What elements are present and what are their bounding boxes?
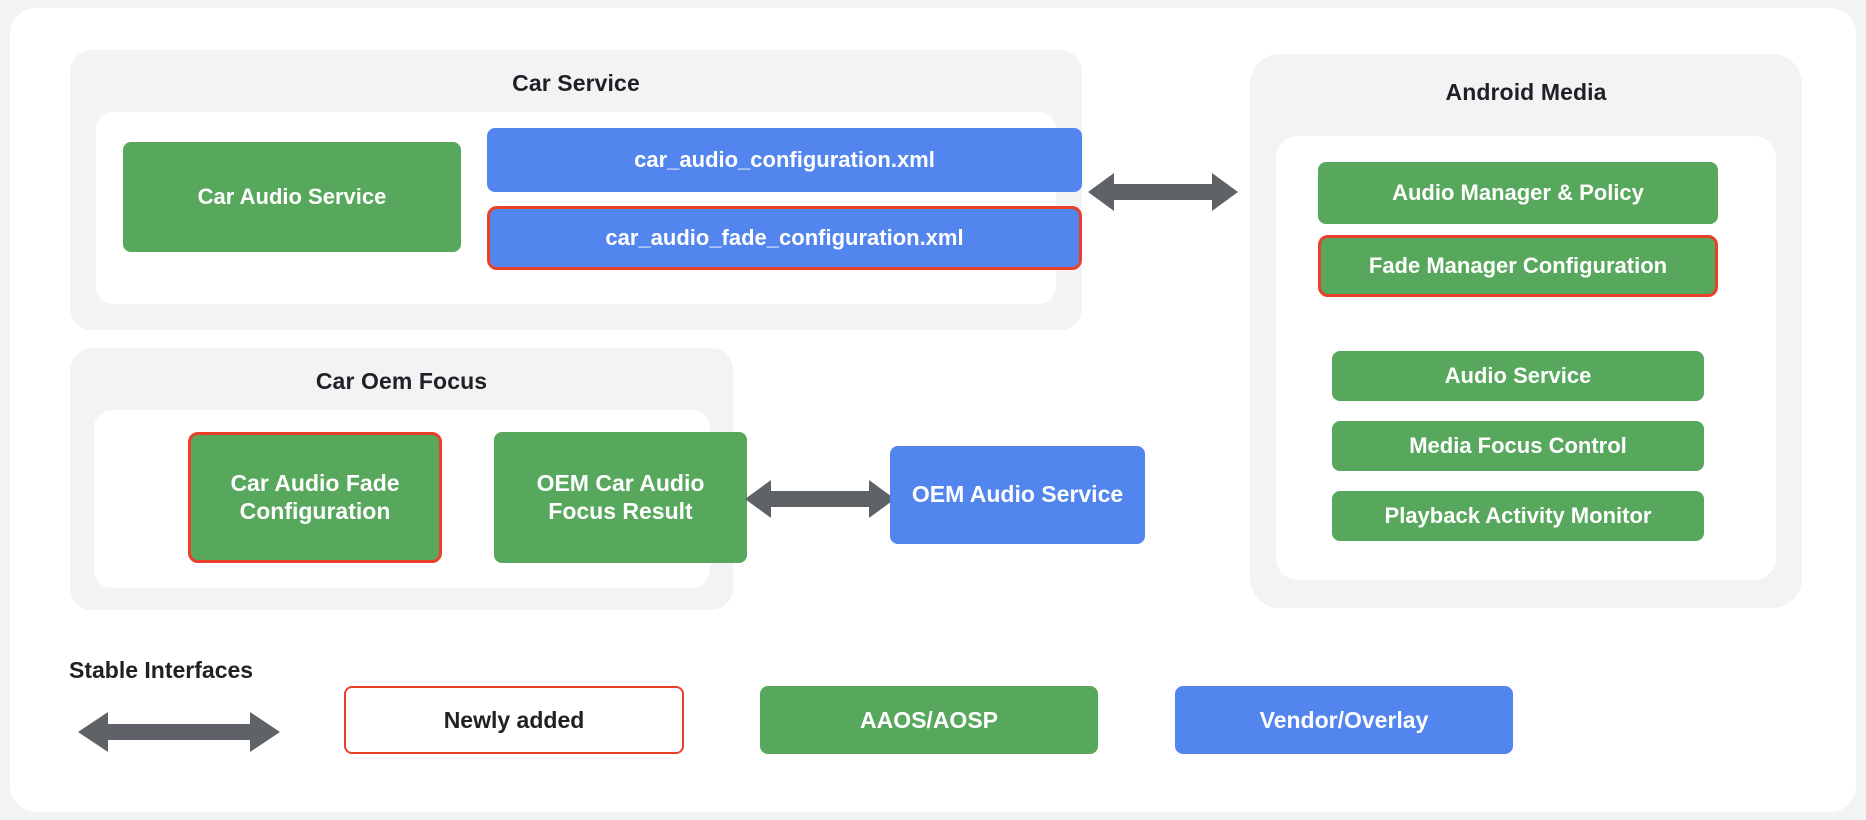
node-label: OEM Car Audio Focus Result: [536, 470, 705, 524]
node-audio-service[interactable]: Audio Service: [1332, 351, 1704, 401]
node-label: Media Focus Control: [1409, 433, 1627, 459]
node-oem-car-audio-focus-result[interactable]: OEM Car Audio Focus Result: [494, 432, 747, 563]
node-oem-audio-service[interactable]: OEM Audio Service: [890, 446, 1145, 544]
node-car-audio-service[interactable]: Car Audio Service: [123, 142, 461, 252]
node-label: OEM Audio Service: [911, 481, 1124, 508]
node-label: car_audio_configuration.xml: [634, 147, 935, 173]
legend-item-aaos-aosp[interactable]: AAOS/AOSP: [760, 686, 1098, 754]
legend-stable-interfaces-label: Stable Interfaces: [69, 657, 254, 683]
node-label: car_audio_fade_configuration.xml: [605, 225, 964, 251]
group-panel-car-oem-focus: Car Oem Focus Car Audio Fade Configurati…: [70, 348, 747, 610]
node-playback-activity-monitor[interactable]: Playback Activity Monitor: [1332, 491, 1704, 541]
group-inner-car-service: Car Audio Service car_audio_configuratio…: [96, 112, 1082, 304]
group-inner-android-media: Audio Manager & Policy Fade Manager Conf…: [1276, 136, 1776, 580]
node-label: Car Audio Service: [197, 184, 387, 210]
node-fade-manager-configuration[interactable]: Fade Manager Configuration: [1318, 235, 1718, 297]
node-car-audio-fade-configuration-xml[interactable]: car_audio_fade_configuration.xml: [487, 206, 1082, 270]
group-panel-android-media: Android Media Audio Manager & Policy Fad…: [1250, 54, 1802, 608]
legend-item-vendor-overlay[interactable]: Vendor/Overlay: [1175, 686, 1513, 754]
node-media-focus-control[interactable]: Media Focus Control: [1332, 421, 1704, 471]
group-title-android-media: Android Media: [1445, 79, 1607, 105]
legend-item-label: AAOS/AOSP: [859, 706, 999, 733]
node-label: Fade Manager Configuration: [1368, 253, 1668, 279]
group-title-car-oem-focus: Car Oem Focus: [315, 368, 488, 394]
node-label: Car Audio Fade Configuration: [230, 470, 400, 524]
node-car-audio-configuration-xml[interactable]: car_audio_configuration.xml: [487, 128, 1082, 192]
group-inner-car-oem-focus: Car Audio Fade Configuration OEM Car Aud…: [94, 410, 747, 588]
connector-car-service-to-android-media: [1088, 171, 1238, 213]
node-label: Playback Activity Monitor: [1384, 503, 1652, 529]
node-car-audio-fade-configuration[interactable]: Car Audio Fade Configuration: [188, 432, 442, 563]
group-panel-car-service: Car Service Car Audio Service car_audio_…: [70, 50, 1082, 330]
connector-car-oem-focus-to-oem-audio-service: [745, 478, 895, 520]
diagram-card: Car Service Car Audio Service car_audio_…: [10, 8, 1856, 812]
legend-item-label: Newly added: [443, 706, 585, 733]
group-title-car-service: Car Service: [512, 70, 640, 96]
legend-item-label: Vendor/Overlay: [1259, 706, 1429, 733]
node-audio-manager-policy[interactable]: Audio Manager & Policy: [1318, 162, 1718, 224]
node-label: Audio Service: [1444, 363, 1592, 389]
legend-item-newly-added[interactable]: Newly added: [344, 686, 684, 754]
legend-stable-interfaces-arrow-icon: [78, 710, 280, 754]
node-label: Audio Manager & Policy: [1392, 180, 1644, 206]
